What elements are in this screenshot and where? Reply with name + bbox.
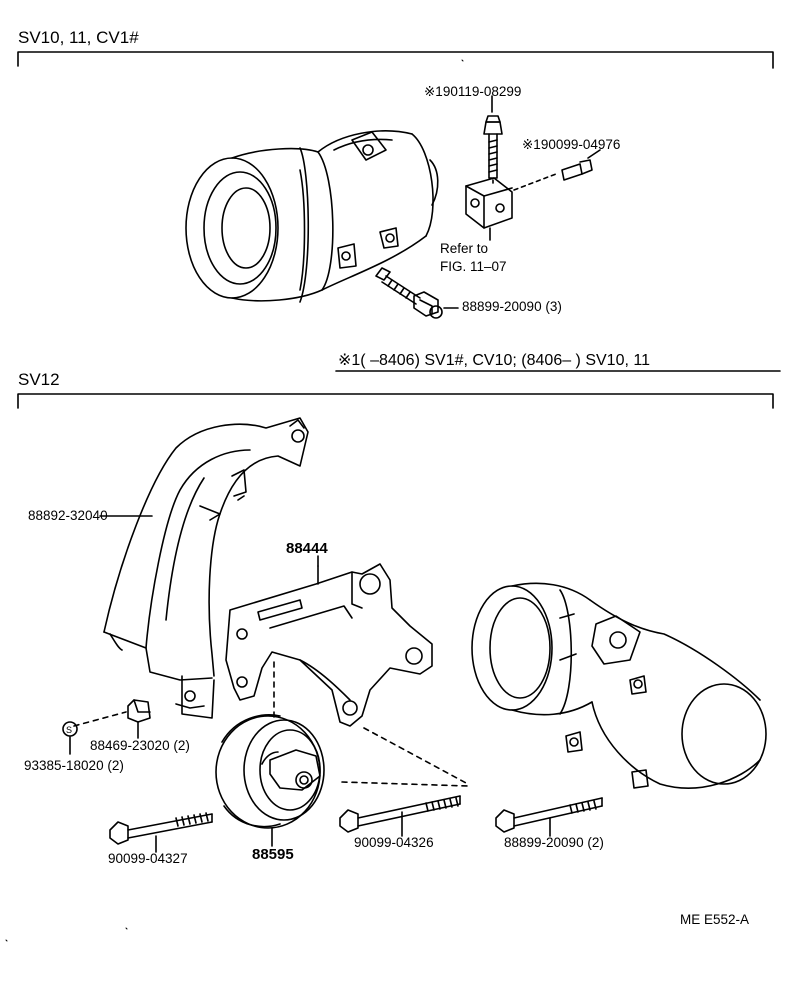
- label-screw-190099-04976: ※190099-04976: [522, 137, 621, 152]
- idler-pulley-88595: [215, 714, 325, 829]
- section-top-title: SV10, 11, CV1#: [18, 28, 139, 47]
- section-bottom-bracket: [17, 393, 774, 409]
- label-bolt-190119-08299: ※190119-08299: [424, 84, 522, 99]
- bolt-90099-04326: [339, 795, 461, 833]
- label-bolt-88899-20090-right: 88899-20090 (2): [504, 835, 604, 850]
- compressor-top: [185, 130, 439, 303]
- collar-88469: [127, 699, 151, 723]
- washer-symbol: S: [66, 725, 72, 735]
- label-bracket-88444: 88444: [286, 540, 328, 557]
- block-part: [465, 177, 513, 241]
- applicability-footnote: ※1( –8406) SV1#, CV10; (8406– ) SV10, 11: [338, 352, 650, 369]
- bolt-88899-20090-right: [495, 797, 603, 833]
- bolt-90099-04327: [109, 812, 213, 845]
- diagram-code: ME E552-A: [680, 912, 750, 927]
- scan-specks: [5, 59, 464, 942]
- stud-88899-20090: [375, 267, 443, 319]
- bolt-190119-08299: [483, 115, 503, 187]
- belt-cover: [103, 417, 309, 719]
- label-washer-93385-18020: 93385-18020 (2): [24, 758, 124, 773]
- label-cover-88892-32040: 88892-32040: [28, 508, 108, 523]
- bracket-88444: [225, 563, 433, 727]
- assembly-dashes: [73, 661, 469, 787]
- label-refer-line2: FIG. 11–07: [440, 259, 507, 274]
- label-refer-line1: Refer to: [440, 241, 489, 256]
- label-stud-88899-20090: 88899-20090 (3): [462, 299, 562, 314]
- label-pulley-88595: 88595: [252, 846, 294, 863]
- label-bolt-90099-04327: 90099-04327: [108, 851, 188, 866]
- screw-190099-04976: [513, 159, 593, 191]
- section-top-bracket: [17, 51, 774, 69]
- section-bottom-title: SV12: [18, 370, 60, 389]
- leader-screw: [587, 149, 601, 159]
- washer-93385: [62, 721, 78, 737]
- label-collar-88469-23020: 88469-23020 (2): [90, 738, 190, 753]
- label-bolt-90099-04326: 90099-04326: [354, 835, 434, 850]
- compressor-bottom: [471, 582, 767, 789]
